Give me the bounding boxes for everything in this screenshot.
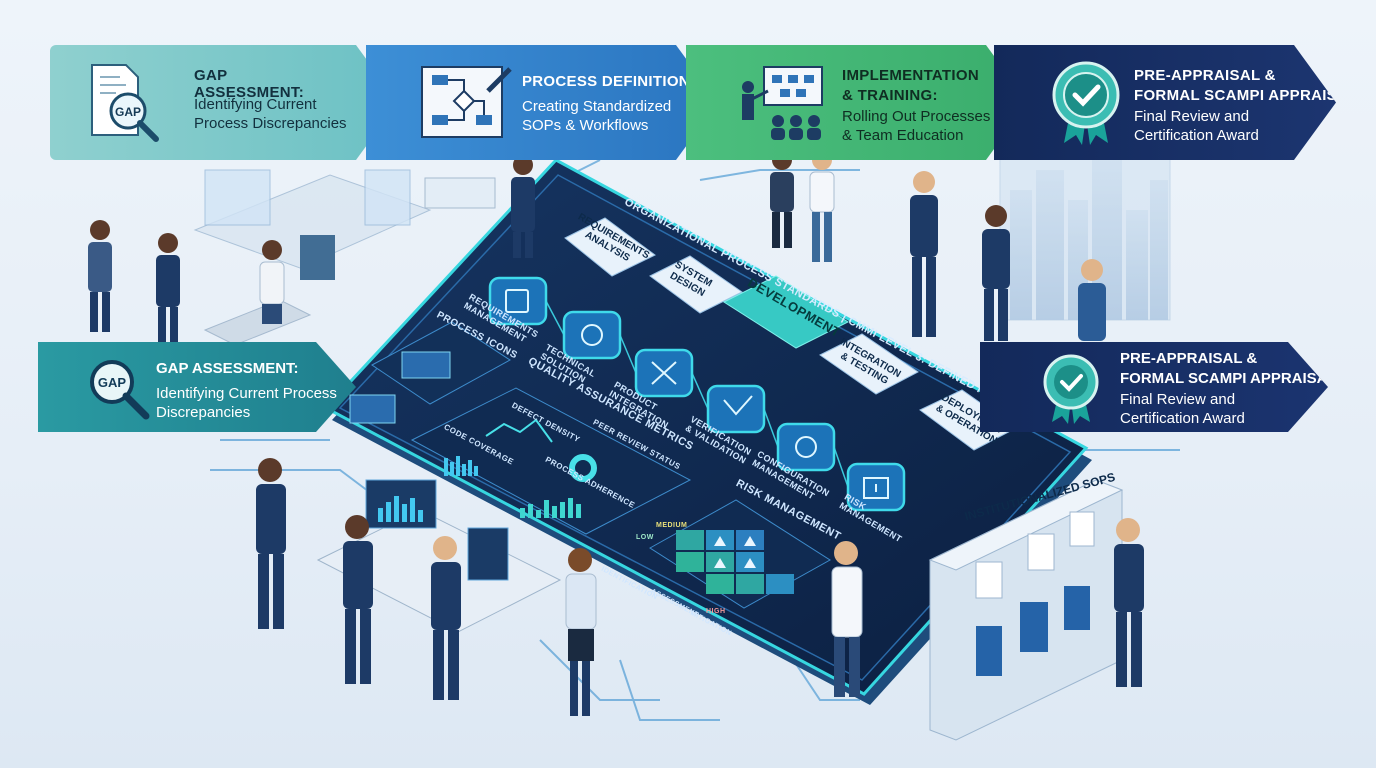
back-office-area [193, 169, 496, 346]
stage-gap-assessment-title: GAP ASSESSMENT: [194, 67, 304, 101]
stage-formal-appraisal-desc-1: Final Review and [1134, 108, 1250, 125]
qa-metrics-panel [410, 387, 692, 535]
stage-gap-assessment-desc-1: Identifying Current [194, 96, 317, 113]
process-icons-panel [349, 321, 511, 424]
svg-text:GAP: GAP [98, 375, 127, 390]
stage-implementation-desc-2: & Team Education [842, 127, 964, 144]
stage-implementation-title-1: IMPLEMENTATION [842, 67, 979, 84]
process-area-nodes [488, 276, 906, 512]
side-formal-appraisal-desc-2: Certification Award [1120, 410, 1245, 427]
stage-implementation-title-2: & TRAINING: [842, 87, 938, 104]
process-adherence-bars [520, 498, 581, 518]
stage-gap-assessment: GAP GAP ASSESSMENT: Identifying Current … [50, 45, 398, 160]
review-status-donut [569, 454, 597, 482]
stage-implementation-training: IMPLEMENTATION & TRAINING: Rolling Out P… [686, 45, 1028, 160]
process-node-glyphs [505, 289, 889, 499]
certification-seal-icon [1046, 59, 1134, 143]
stage-formal-appraisal-title-2: FORMAL SCAMPI APPRAISAL: [1134, 87, 1363, 104]
stage-formal-appraisal: PRE-APPRAISAL & FORMAL SCAMPI APPRAISAL:… [994, 45, 1336, 160]
city-skyline-window [999, 149, 1171, 321]
flowchart-icon [418, 61, 506, 145]
side-gap-assessment-desc-2: Discrepancies [156, 404, 251, 421]
sop-shelf [928, 479, 1124, 741]
stage-implementation-desc-1: Rolling Out Processes [842, 108, 991, 125]
risk-management-matrix [649, 499, 831, 609]
side-formal-appraisal-title-2: FORMAL SCAMPI APPRAISAL: [1120, 370, 1342, 387]
training-presentation-icon [734, 61, 822, 145]
risk-medium-label: MEDIUM [656, 522, 688, 529]
gap-document-icon: GAP [86, 61, 174, 145]
stage-formal-appraisal-title-1: PRE-APPRAISAL & [1134, 67, 1276, 84]
stage-gap-assessment-desc-2: Process Discrepancies [194, 115, 347, 132]
stage-formal-appraisal-desc-2: Certification Award [1134, 127, 1259, 144]
people [88, 150, 1144, 716]
stage-process-definition: PROCESS DEFINITION: Creating Standardize… [366, 45, 718, 160]
side-gap-assessment-title: GAP ASSESSMENT: [156, 360, 299, 377]
risk-high-label: HIGH [706, 608, 726, 615]
defect-density-line [485, 418, 553, 443]
svg-text:GAP: GAP [115, 105, 141, 119]
stage-process-definition-title: PROCESS DEFINITION: [522, 73, 696, 90]
gap-magnifier-icon: GAP [86, 356, 154, 427]
lifecycle-path [564, 217, 1017, 451]
side-formal-appraisal-desc-1: Final Review and [1120, 391, 1236, 408]
appraisal-seal-icon [1038, 352, 1104, 429]
side-gap-assessment: GAP GAP ASSESSMENT: Identifying Current … [38, 342, 356, 432]
code-coverage-bars [444, 456, 478, 476]
stage-process-definition-desc-1: Creating Standardized [522, 98, 672, 115]
side-formal-appraisal: PRE-APPRAISAL & FORMAL SCAMPI APPRAISAL:… [980, 342, 1328, 432]
risk-low-label: LOW [636, 534, 654, 541]
side-formal-appraisal-title-1: PRE-APPRAISAL & [1120, 350, 1258, 367]
side-gap-assessment-desc-1: Identifying Current Process [156, 385, 337, 402]
stage-process-definition-desc-2: SOPs & Workflows [522, 117, 649, 134]
